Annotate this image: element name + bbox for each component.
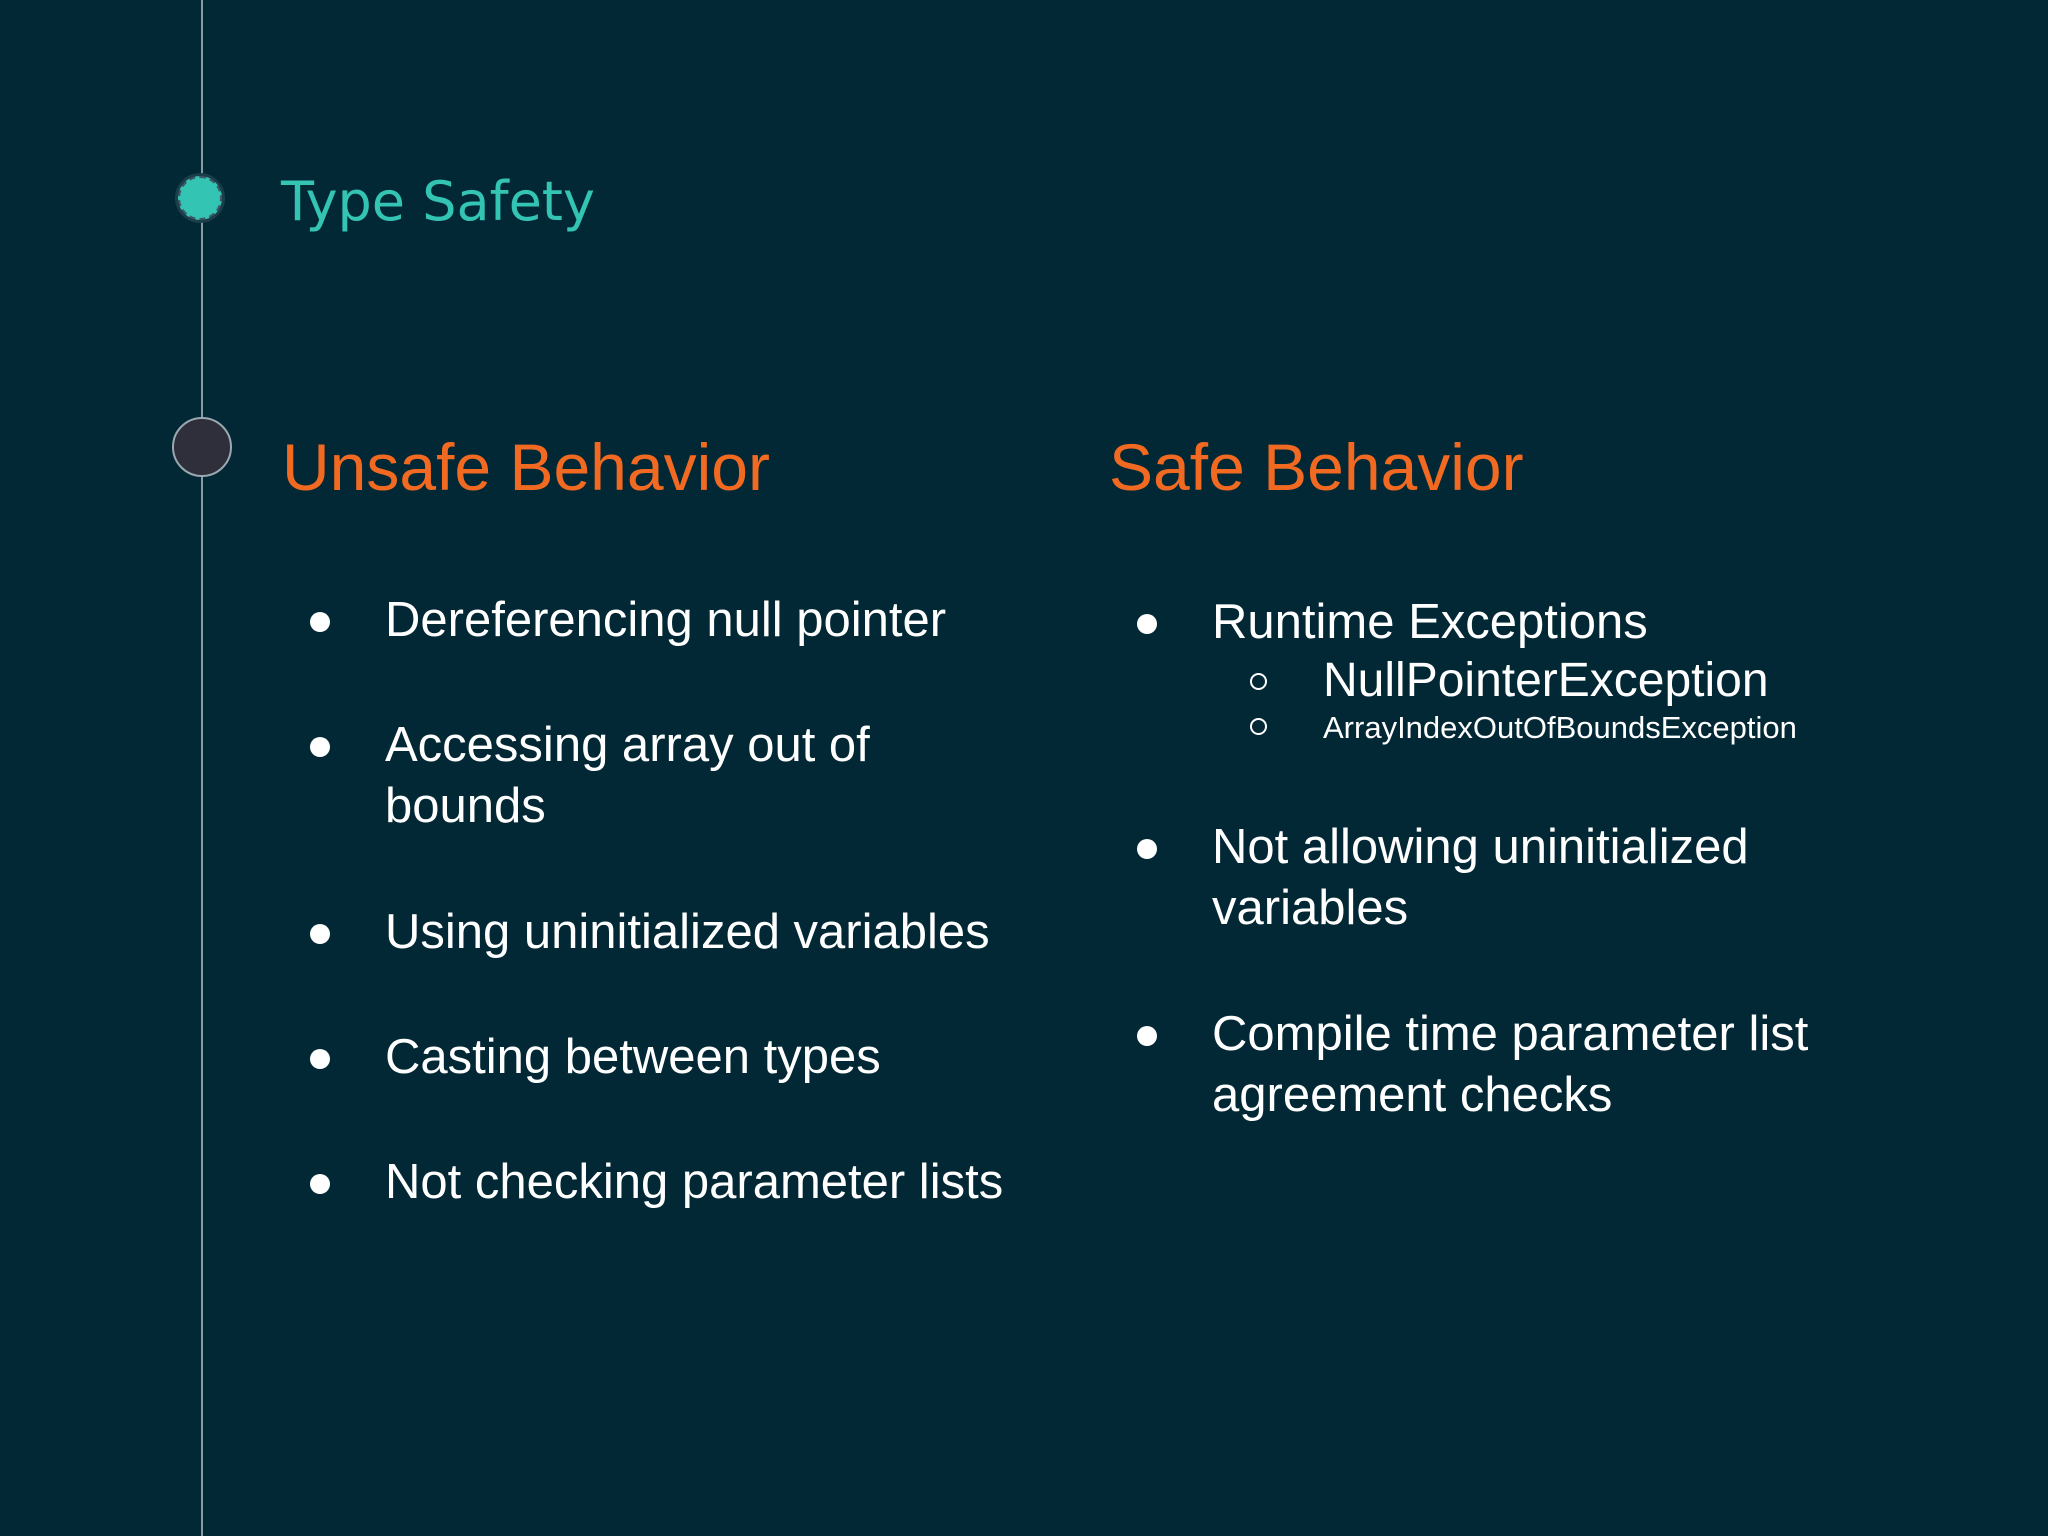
bullet-icon <box>310 612 330 632</box>
sub-bullet-icon <box>1250 718 1267 735</box>
list-item-text: Using uninitialized variables <box>385 905 990 959</box>
list-item-text: Not allowing uninitialized variables <box>1212 820 1749 935</box>
section-title: Type Safety <box>281 170 595 233</box>
bullet-icon <box>310 1049 330 1069</box>
timeline-line <box>201 0 203 1536</box>
list-item-text: Casting between types <box>385 1030 881 1084</box>
unsafe-heading: Unsafe Behavior <box>282 430 770 504</box>
safe-heading: Safe Behavior <box>1109 430 1524 504</box>
bullet-icon <box>310 924 330 944</box>
list-item-text: Accessing array out of bounds <box>385 718 870 833</box>
bullet-icon <box>1137 839 1157 859</box>
sub-list-item-text: ArrayIndexOutOfBoundsException <box>1323 710 1797 745</box>
timeline-dot-active-icon <box>178 176 222 220</box>
sub-list-item-text: NullPointerException <box>1323 654 1769 707</box>
list-item-text: Runtime Exceptions <box>1212 595 1648 649</box>
bullet-icon <box>310 1174 330 1194</box>
list-item-text: Dereferencing null pointer <box>385 593 947 647</box>
timeline-dot-inactive-icon <box>172 417 232 477</box>
bullet-icon <box>1137 614 1157 634</box>
bullet-icon <box>310 737 330 757</box>
sub-bullet-icon <box>1250 673 1267 690</box>
list-item-text: Compile time parameter list agreement ch… <box>1212 1007 1809 1122</box>
list-item-text: Not checking parameter lists <box>385 1155 1004 1209</box>
bullet-icon <box>1137 1026 1157 1046</box>
